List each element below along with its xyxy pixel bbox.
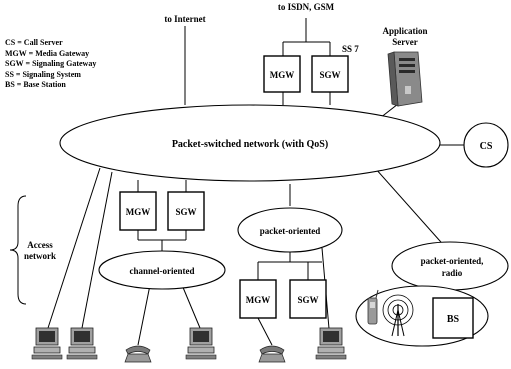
- packet-switched-network: [59, 104, 441, 182]
- connection-lines: [47, 18, 464, 346]
- left-sgw-label: SGW: [175, 207, 196, 217]
- to-internet-label: to Internet: [164, 14, 205, 24]
- pc-icon: [66, 327, 98, 360]
- packet-oriented-access: [237, 207, 343, 253]
- antenna-icon: [382, 294, 414, 337]
- access-network-brace: [9, 195, 27, 305]
- cs-label: CS: [480, 141, 493, 152]
- to-isdn-gsm-label: to ISDN, GSM: [278, 2, 335, 12]
- left-sgw-box: [167, 191, 205, 231]
- top-sgw-box: [311, 55, 349, 93]
- channel-oriented-access: [98, 250, 226, 290]
- mid-sgw-box: [289, 279, 327, 319]
- access-network-label-2: network: [24, 251, 56, 261]
- ch-pc-link: [181, 284, 201, 329]
- top-sgw-label: SGW: [319, 70, 340, 80]
- mid-gw-to-phone: [257, 317, 273, 346]
- core-network-label: Packet-switched network (with QoS): [172, 139, 328, 150]
- channel-oriented-label: channel-oriented: [130, 266, 195, 276]
- left-mgw-box: [119, 191, 157, 231]
- mid-mgw-box: [239, 279, 277, 319]
- radio-label-2: radio: [442, 268, 463, 278]
- legend-ss: SS = Signaling System: [5, 69, 81, 79]
- top-mgw-label: MGW: [270, 70, 295, 80]
- radio-label-1: packet-oriented,: [421, 256, 484, 266]
- pc2-link: [81, 171, 113, 329]
- bs-label: BS: [447, 314, 460, 325]
- mobile-phone-icon: [367, 289, 379, 325]
- pc1-link: [47, 167, 101, 329]
- appserver-label-1: Application: [382, 26, 427, 36]
- appserver-label-2: Server: [392, 37, 417, 47]
- pc-icon: [185, 327, 217, 360]
- call-server: [463, 122, 509, 168]
- ch-phone-link: [137, 284, 151, 346]
- pc-icon: [31, 327, 63, 360]
- left-mgw-label: MGW: [126, 207, 151, 217]
- legend: CS = Call Server MGW = Media Gateway SGW…: [5, 38, 96, 91]
- legend-sgw: SGW = Signaling Gateway: [5, 59, 97, 68]
- mid-sgw-label: SGW: [297, 295, 318, 305]
- pc-icon: [315, 327, 347, 360]
- phone-icon: [124, 345, 152, 363]
- base-station-box: [432, 297, 474, 339]
- legend-bs: BS = Base Station: [5, 80, 66, 89]
- packet-oriented-label: packet-oriented: [260, 226, 321, 236]
- top-mgw-box: [263, 55, 301, 93]
- application-server-icon: [387, 51, 423, 107]
- phone-icon: [258, 345, 286, 363]
- legend-mgw: MGW = Media Gateway: [5, 48, 90, 58]
- radio-link: [374, 167, 449, 251]
- mid-mgw-label: MGW: [246, 295, 271, 305]
- radio-access-label-area: [391, 241, 509, 291]
- access-network-label-1: Access: [27, 240, 53, 250]
- legend-cs: CS = Call Server: [5, 38, 63, 47]
- ss7-label: SS 7: [342, 44, 359, 54]
